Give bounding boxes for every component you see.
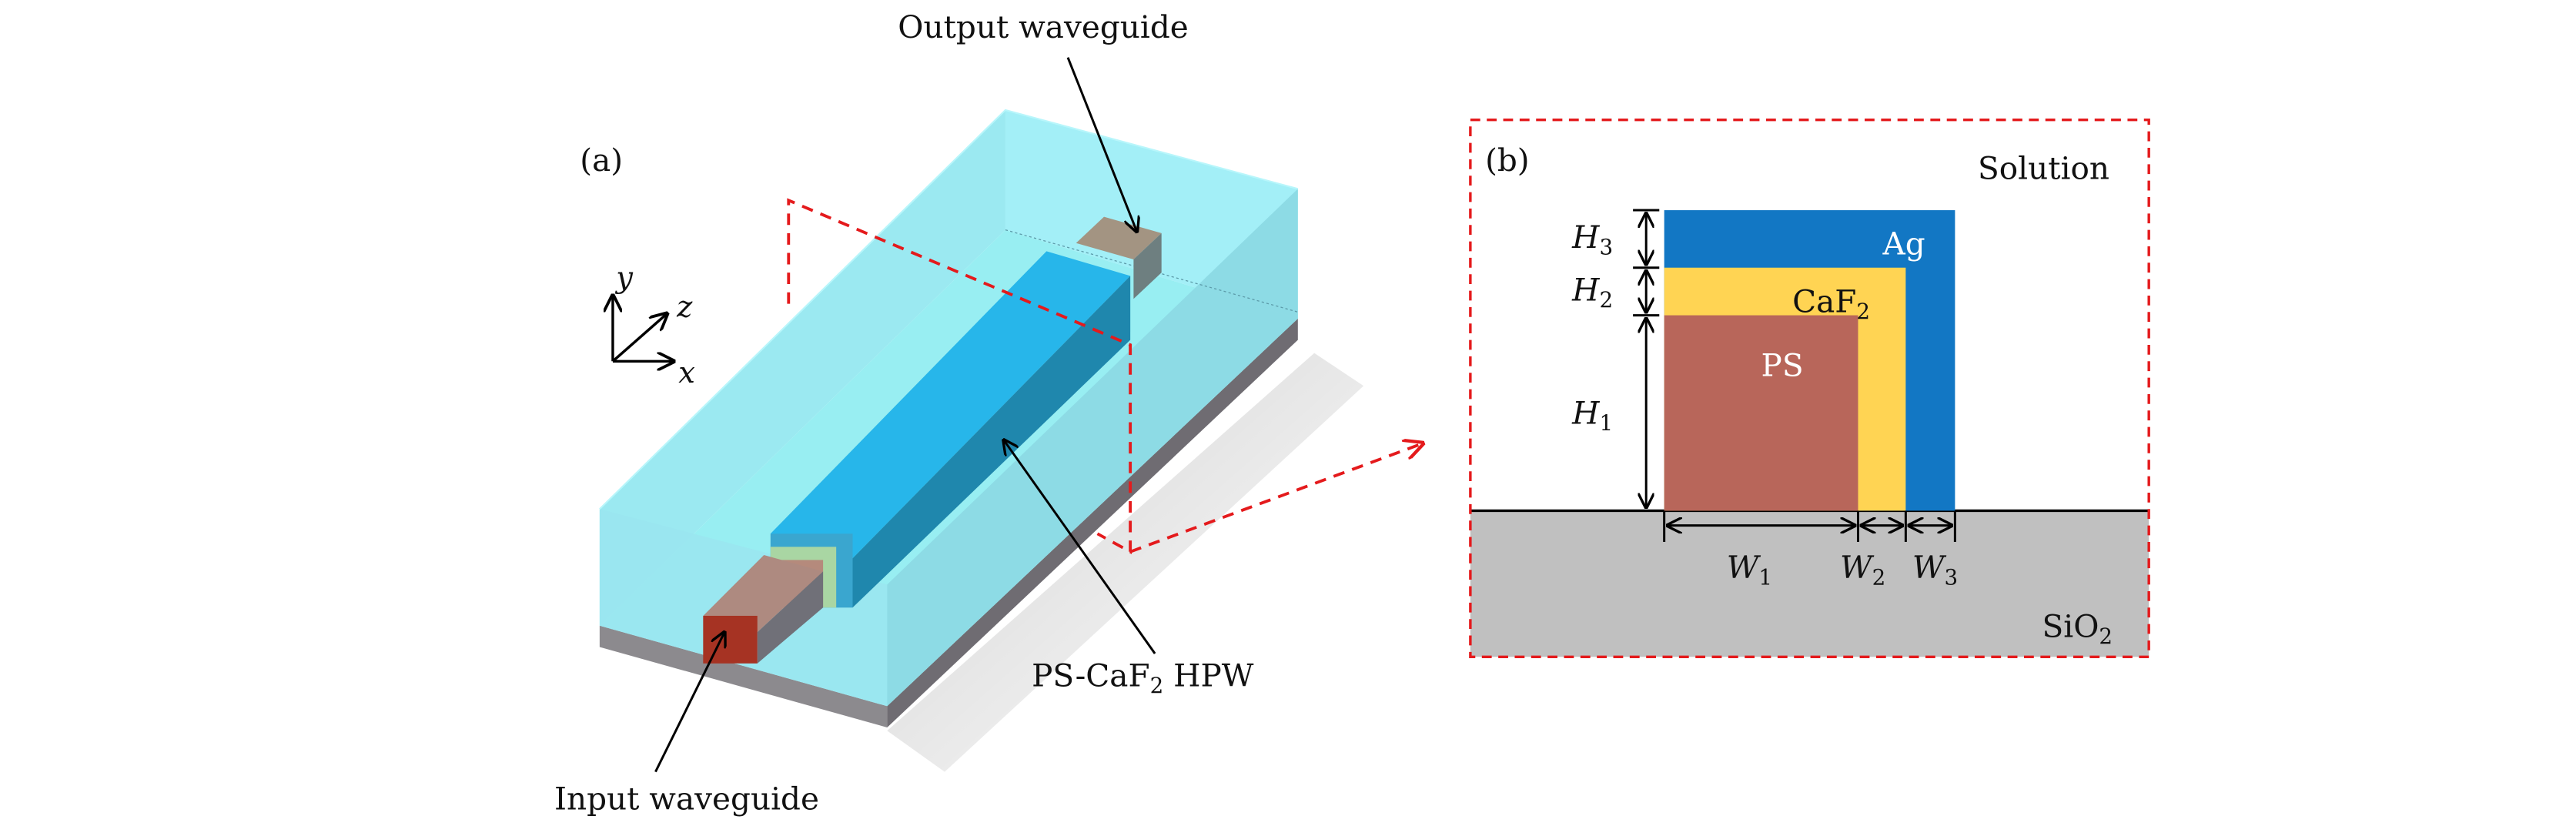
device-shadow [887,353,1364,772]
coordinate-axes-icon: y z x [613,260,695,390]
input-waveguide-side [757,571,824,664]
input-waveguide-pointer [654,632,724,773]
cross-section-arrow [1129,443,1423,553]
panel-b-tag: (b) [1485,142,1530,179]
solution-top-edge [599,109,1299,510]
hpw-pointer [1004,440,1156,654]
output-waveguide-side [1133,232,1162,299]
input-waveguide-front [703,615,758,664]
ps-layer [1664,315,1858,511]
axis-x-label: x [678,356,695,390]
caf2-label: CaF2 [1792,283,1870,324]
height-dimensions [1633,209,1660,507]
back-dotted-line [1005,229,1298,313]
input-waveguide-top [703,555,824,633]
solution-right-wall [887,189,1298,707]
cross-section-plane [787,198,1132,555]
axis-y-label: y [614,260,634,295]
output-waveguide-pointer [1066,57,1137,232]
solution-left-wall [599,109,1005,626]
w1-label: W1 [1727,549,1772,590]
ag-label: Ag [1882,226,1925,263]
ps-label: PS [1761,347,1804,384]
panel-a-tag: (a) [580,142,623,179]
sio2-substrate [1470,510,2149,657]
w3-label: W3 [1912,549,1958,590]
hpw-label: PS-CaF2 HPW [1032,657,1254,699]
solution-label: Solution [1978,150,2109,187]
hpw-side [852,276,1131,608]
input-waveguide-label: Input waveguide [554,781,819,818]
substrate-3d-front [599,625,888,728]
width-dimensions [1663,510,1956,542]
w2-label: W2 [1840,549,1885,590]
h1-label: H1 [1571,394,1613,436]
output-waveguide-label: Output waveguide [898,8,1188,45]
h3-label: H3 [1571,219,1613,260]
panel-a: (a) y z x Output waveguide PS-CaF2 HPW I… [554,8,1423,818]
axis-z-label: z [676,290,693,325]
substrate-3d-side [887,318,1298,728]
h2-label: H2 [1571,271,1613,313]
hpw-top [770,251,1131,559]
sio2-label: SiO2 [2042,608,2113,650]
panel-b: (b) Solution SiO2 Ag CaF2 PS H3 H2 H1 [1469,119,2150,658]
